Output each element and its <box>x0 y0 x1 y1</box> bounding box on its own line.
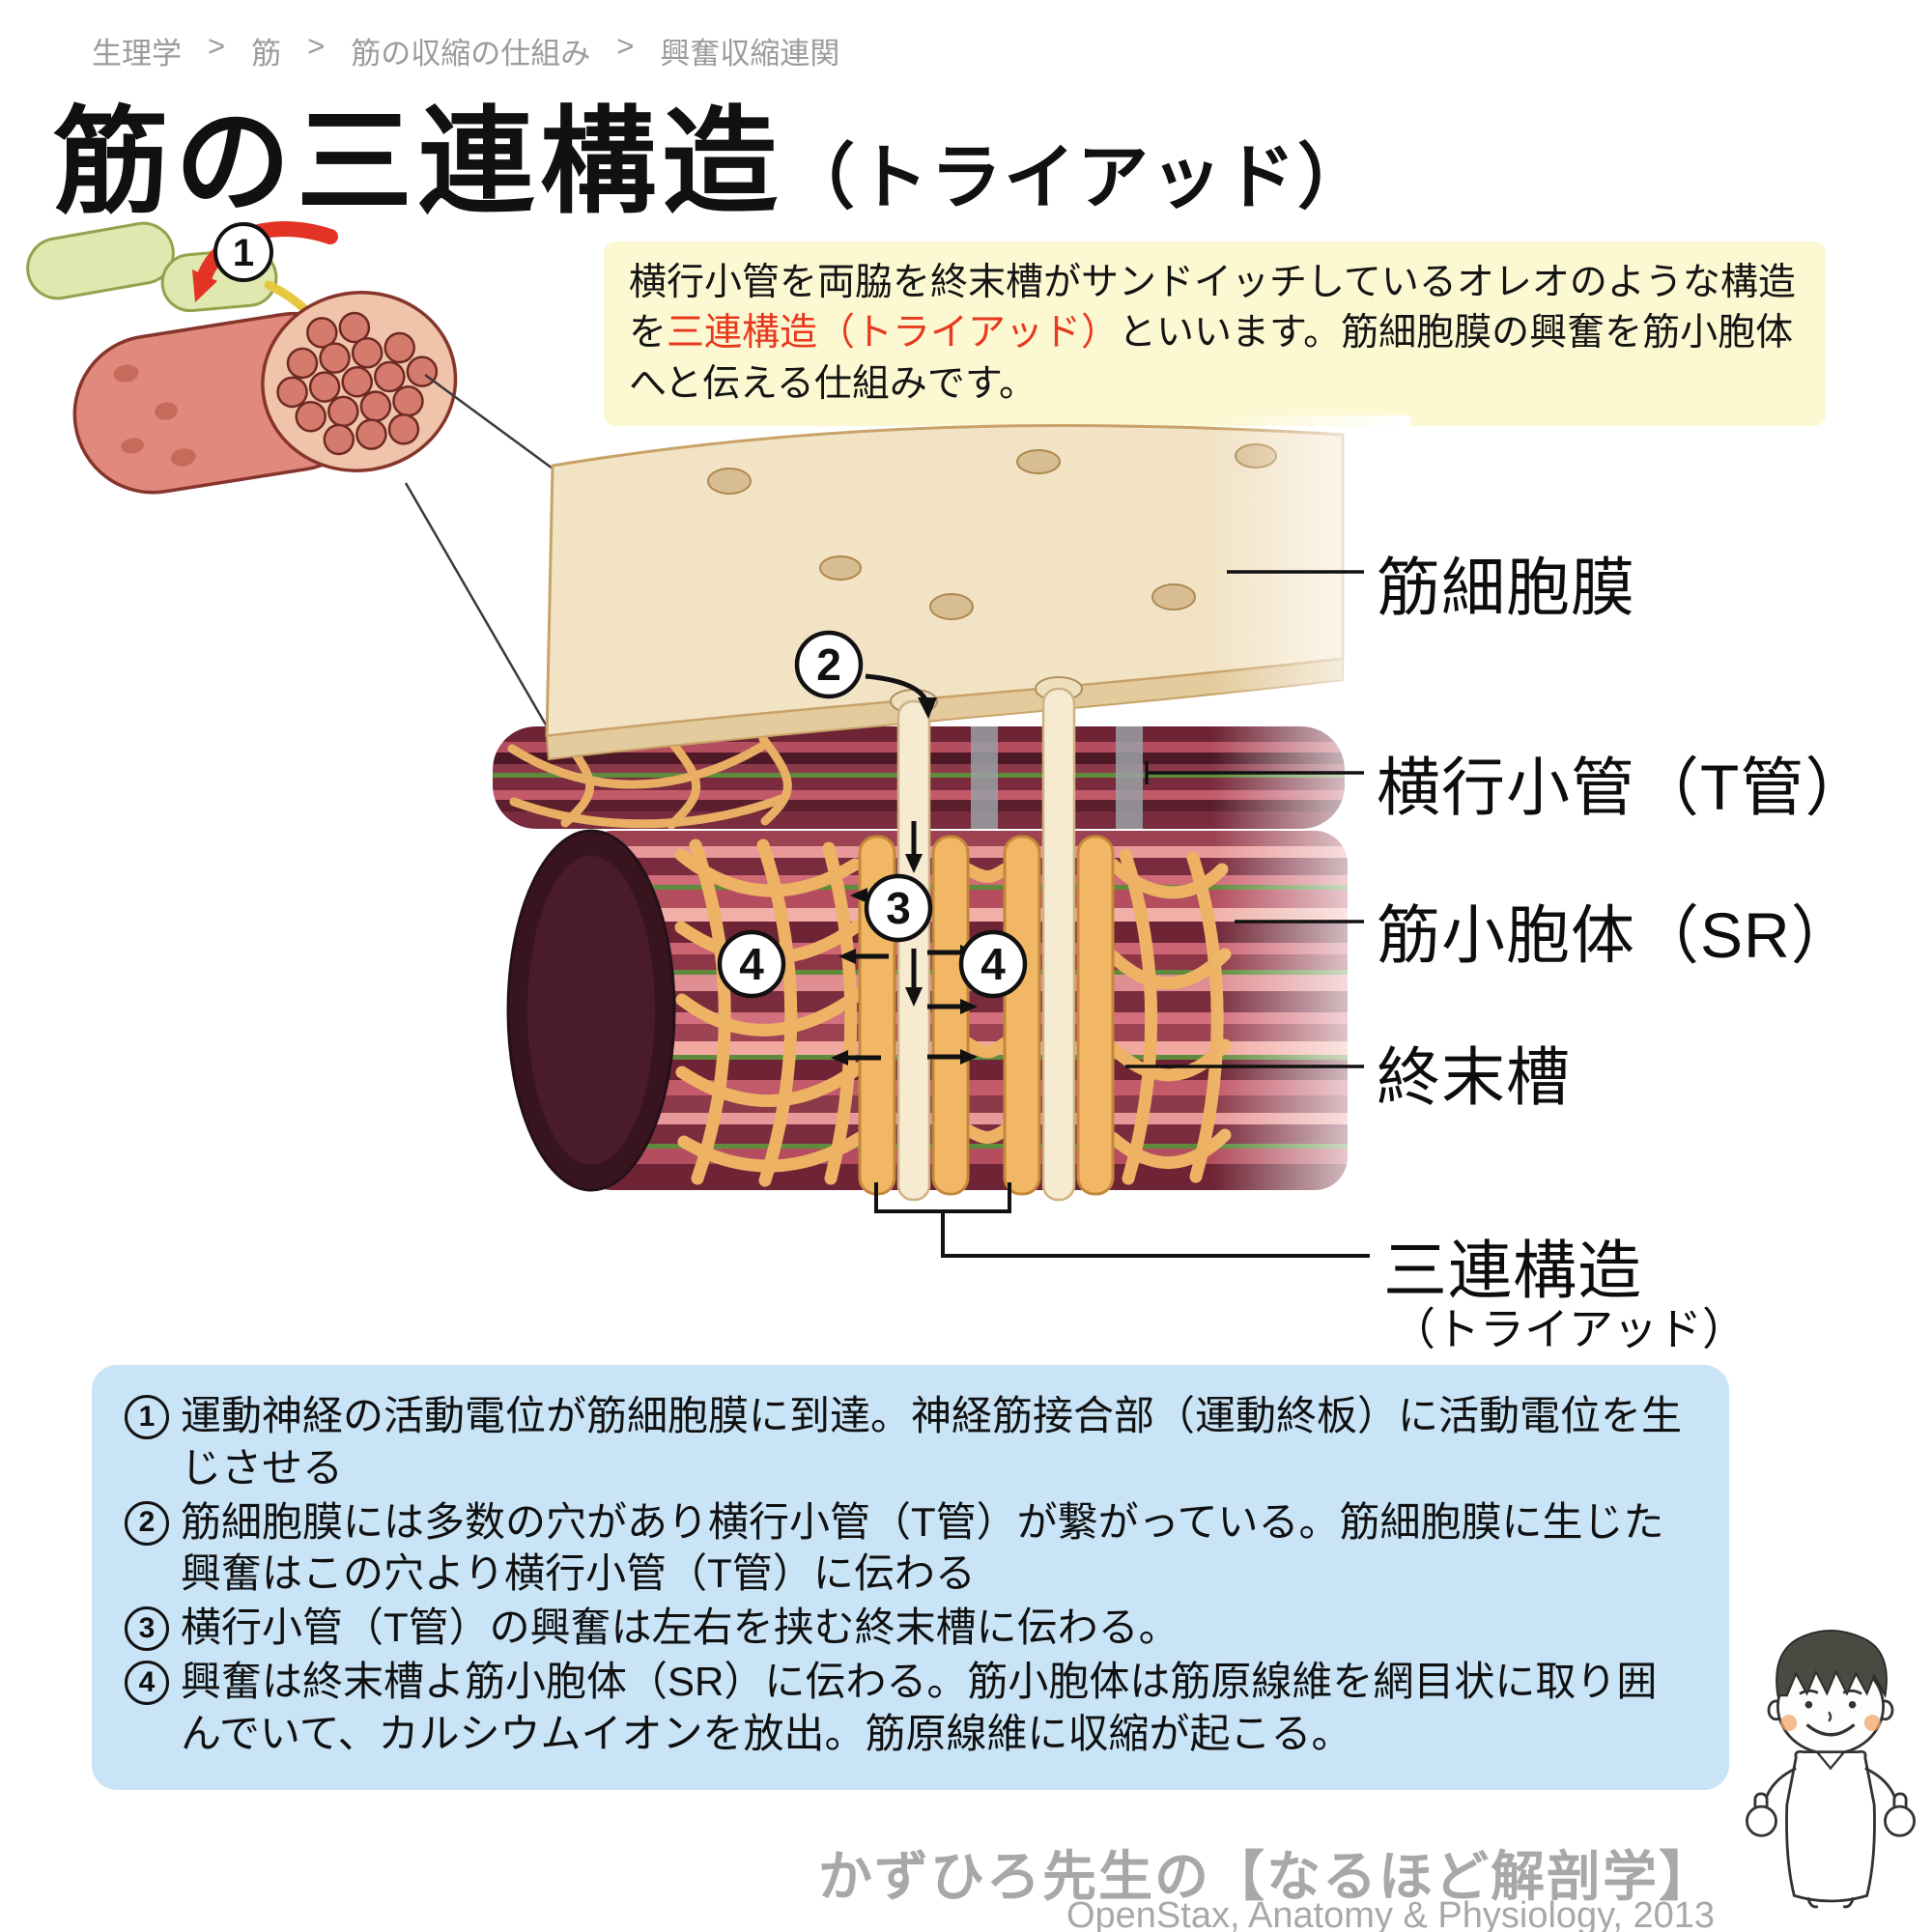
explanation-text-3: 横行小管（T管）の興奮は左右を挟む終末槽に伝わる。 <box>181 1605 1179 1650</box>
breadcrumb-item-contraction-mechanism: 筋の収縮の仕組み <box>351 37 591 71</box>
muscle-fiber-bundle <box>72 291 458 495</box>
eye <box>1848 1700 1857 1709</box>
foot <box>1842 1896 1855 1909</box>
breadcrumb: 生理学 > 筋 > 筋の収縮の仕組み > 興奮収縮連関 <box>92 29 839 72</box>
explanation-text-4: 興奮は終末槽よ筋小胞体（SR）に伝わる。筋小胞体は筋原線維を網目状に取り囲んでい… <box>181 1658 1658 1756</box>
explanation-item-3: 3 横行小管（T管）の興奮は左右を挟む終末槽に伝わる。 <box>125 1602 1696 1654</box>
breadcrumb-separator: > <box>616 29 635 63</box>
t-tubule-back-gray <box>971 726 998 829</box>
marker-4-left: 4 <box>717 929 786 999</box>
explanation-text-2: 筋細胞膜には多数の穴があり横行小管（T管）が繋がっている。筋細胞膜に生じた興奮は… <box>181 1498 1664 1597</box>
fist <box>1884 1804 1916 1837</box>
body <box>1785 1749 1876 1903</box>
explanation-box: 1 運動神経の活動電位が筋細胞膜に到達。神経筋接合部（運動終板）に活動電位を生じ… <box>92 1365 1729 1790</box>
triad-diagram: 2 3 4 4 <box>493 415 1410 1343</box>
label-triad: 三連構造 <box>1383 1235 1642 1306</box>
marker-1: 1 <box>213 222 273 282</box>
label-sr: 筋小胞体（SR） <box>1377 899 1856 971</box>
triad-bracket <box>874 1182 1370 1258</box>
svg-text:4: 4 <box>739 939 764 989</box>
explanation-text-1: 運動神経の活動電位が筋細胞膜に到達。神経筋接合部（運動終板）に活動電位を生じさせ… <box>181 1393 1683 1491</box>
svg-text:1: 1 <box>233 232 254 274</box>
zoom-lines <box>404 373 554 727</box>
breadcrumb-separator: > <box>307 29 326 63</box>
teacher-character <box>1746 1630 1916 1909</box>
eyebrow <box>1842 1689 1862 1695</box>
collar <box>1815 1750 1846 1771</box>
circled-number-1: 1 <box>125 1395 169 1439</box>
explanation-item-4: 4 興奮は終末槽よ筋小胞体（SR）に伝わる。筋小胞体は筋原線維を網目状に取り囲ん… <box>125 1656 1696 1760</box>
fascicle-fibers <box>276 311 439 456</box>
blush <box>1863 1715 1881 1731</box>
sarcolemma-sheet <box>545 424 1345 761</box>
intro-text-highlight: 三連構造（トライアッド） <box>667 312 1120 355</box>
foot <box>1806 1896 1819 1909</box>
footer-source: OpenStax, Anatomy & Physiology, 2013 <box>1065 1895 1715 1932</box>
hair <box>1776 1630 1888 1699</box>
svg-text:2: 2 <box>816 639 841 690</box>
title-main: 筋の三連構造 <box>53 98 783 227</box>
page-title: 筋の三連構造 （トライアッド） <box>53 68 1371 236</box>
explanation-item-1: 1 運動神経の活動電位が筋細胞膜に到達。神経筋接合部（運動終板）に活動電位を生じ… <box>125 1390 1696 1494</box>
breadcrumb-item-muscle: 筋 <box>251 37 282 71</box>
eye <box>1804 1700 1813 1709</box>
t-tubule-back-gray <box>1116 726 1143 829</box>
breadcrumb-separator: > <box>208 29 226 63</box>
nose <box>1828 1711 1833 1722</box>
label-t-tubule: 横行小管（T管） <box>1377 752 1870 823</box>
marker-2: 2 <box>794 630 864 699</box>
smile <box>1805 1723 1856 1737</box>
footer-brand: かずひろ先生の【なるほど解剖学】 <box>818 1846 1715 1907</box>
intro-box: 横行小管を両脇を終末槽がサンドイッチしているオレオのような構造を三連構造（トライ… <box>604 242 1826 426</box>
marker-3: 3 <box>864 873 933 943</box>
svg-text:4: 4 <box>980 939 1006 989</box>
breadcrumb-item-physiology: 生理学 <box>92 37 182 71</box>
marker-4-right: 4 <box>958 929 1028 999</box>
sr-mesh-band <box>507 729 792 829</box>
eyebrow <box>1799 1689 1819 1695</box>
blush <box>1780 1715 1798 1731</box>
label-lines <box>1125 570 1364 1068</box>
intro-text-after: といいます。筋細胞膜の興奮を筋小胞体へと伝える仕組みです。 <box>629 312 1794 405</box>
label-triad-sub: （トライアッド） <box>1391 1304 1747 1354</box>
svg-text:3: 3 <box>886 883 911 933</box>
circled-number-3: 3 <box>125 1606 169 1651</box>
title-sub: （トライアッド） <box>783 137 1371 217</box>
breadcrumb-item-ec-coupling: 興奮収縮連関 <box>660 37 840 71</box>
explanation-item-2: 2 筋細胞膜には多数の穴があり横行小管（T管）が繋がっている。筋細胞膜に生じた興… <box>125 1496 1696 1601</box>
circled-number-4: 4 <box>125 1660 169 1705</box>
label-terminal-cisterna: 終末槽 <box>1377 1041 1571 1113</box>
mini-muscle-illustration: 1 <box>26 221 458 495</box>
circled-number-2: 2 <box>125 1500 169 1546</box>
fist <box>1746 1804 1777 1837</box>
fade-overlay <box>1212 415 1410 1343</box>
intro-text-before: 横行小管を両脇を終末槽がサンドイッチしているオレオのような構造を <box>629 262 1796 355</box>
label-sarcolemma: 筋細胞膜 <box>1377 552 1635 623</box>
fiber-end-cap-inner <box>527 856 655 1165</box>
